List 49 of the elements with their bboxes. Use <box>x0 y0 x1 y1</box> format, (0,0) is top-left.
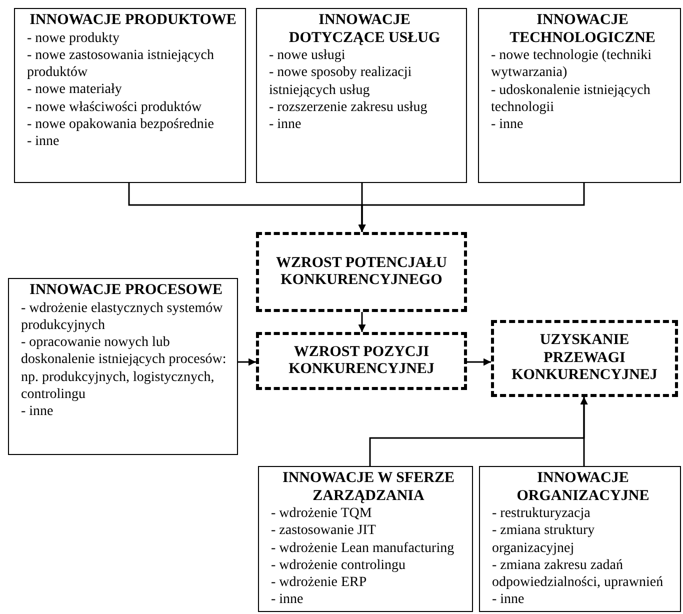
category-box <box>14 8 246 183</box>
list-item: - opracowanie nowych lub doskonalenie istniejących procesów: np. produkcyjnych, logistycznych, controlingu <box>21 334 228 404</box>
list-item: - nowe materiały <box>27 81 123 99</box>
list-item: - inne <box>21 403 54 421</box>
list-item: - wdrożenie TQM <box>271 505 373 522</box>
list-item: - inne <box>27 133 60 151</box>
box-heading: WZROST POTENCJAŁU KONKURENCYJNEGO <box>274 254 448 290</box>
list-item: - inne <box>491 116 524 134</box>
box-heading: INNOWACJE DOTYCZĄCE USŁUG <box>288 12 442 47</box>
category-box <box>478 8 681 183</box>
list-item: - wdrożenie elastycznych systemów produkcyjnych <box>21 300 224 334</box>
arrow <box>358 183 585 232</box>
list-item: - rozszerzenie zakresu usług <box>269 98 428 116</box>
list-item: - nowe technologie (techniki wytwarzania) <box>491 47 653 82</box>
list-item: - wdrożenie ERP <box>271 574 368 592</box>
box-heading: INNOWACJE PRODUKTOWE <box>28 12 238 30</box>
list-item: - zmiana zakresu zadań odpowiedzialności, uprawnień <box>492 556 664 592</box>
category-box <box>479 466 681 612</box>
category-box <box>8 278 238 455</box>
list-item: - nowe właściwości produktów <box>27 98 203 116</box>
category-box <box>256 8 467 183</box>
list-item: - restrukturyzacja <box>492 505 592 522</box>
outcome-box <box>491 320 678 397</box>
outcome-box <box>256 232 467 312</box>
box-heading: INNOWACJE W SFERZE ZARZĄDZANIA <box>282 470 456 505</box>
box-heading: INNOWACJE PROCESOWE <box>28 282 224 300</box>
box-heading: INNOWACJE ORGANIZACYJNE <box>516 470 650 505</box>
box-heading: UZYSKANIE PRZEWAGI KONKURENCYJNEJ <box>510 332 658 385</box>
arrow <box>358 312 366 332</box>
list-item: - inne <box>269 116 302 134</box>
category-box <box>258 466 473 612</box>
box-heading: INNOWACJE TECHNOLOGICZNE <box>508 12 656 47</box>
list-item: - nowe opakowania bezpośrednie <box>27 116 215 134</box>
list-item: - zmiana struktury organizacyjnej <box>492 522 596 557</box>
list-item: - udoskonalenie istniejących technologii <box>491 82 652 116</box>
list-item: - inne <box>271 591 304 609</box>
list-item: - wdrożenie Lean manufacturing <box>271 540 456 557</box>
list-item: - nowe produkty <box>27 30 121 47</box>
arrow <box>467 358 491 366</box>
arrow <box>238 358 256 366</box>
arrow <box>580 397 588 466</box>
list-item: - zastosowanie JIT <box>271 522 377 540</box>
list-item: - nowe zastosowania istniejących produktów <box>27 46 215 82</box>
box-heading: WZROST POZYCJI KONKURENCYJNEJ <box>288 344 436 378</box>
list-item: - wdrożenie controlingu <box>271 556 407 574</box>
list-item: - nowe sposoby realizacji istniejących usług <box>269 64 413 99</box>
outcome-box <box>256 332 467 390</box>
list-item: - inne <box>492 591 526 609</box>
list-item: - nowe usługi <box>269 47 346 64</box>
